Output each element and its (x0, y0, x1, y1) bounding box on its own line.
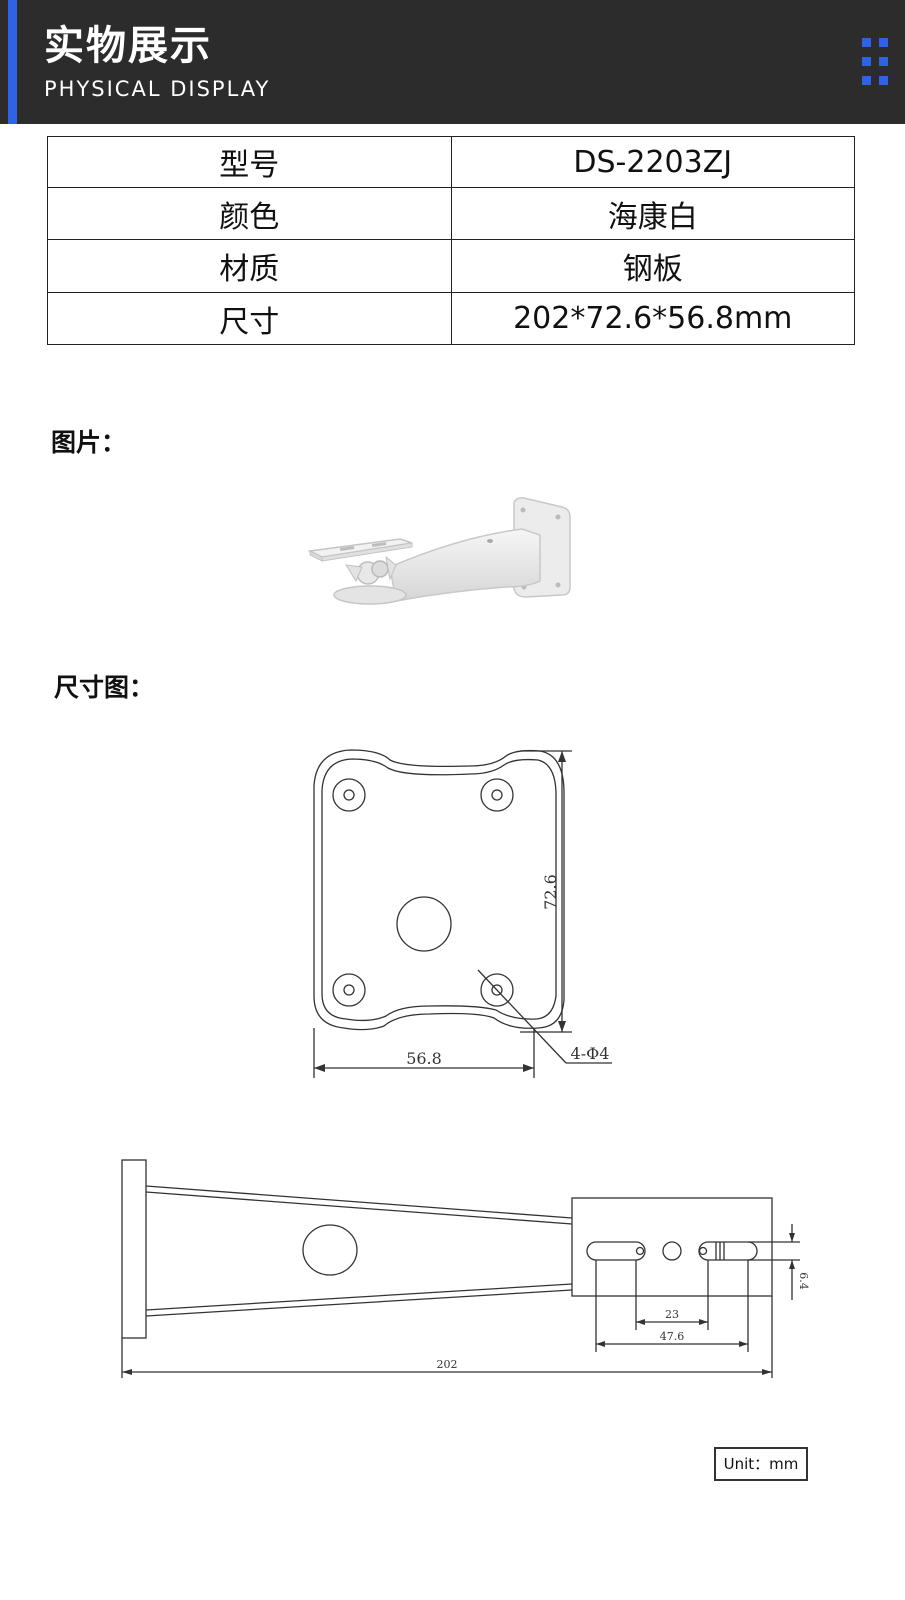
spec-row-model: 型号 DS-2203ZJ (47, 136, 855, 188)
spec-label: 材质 (47, 239, 452, 293)
front-view-drawing (313, 749, 612, 1078)
dimension-section-label: 尺寸图： (54, 673, 155, 702)
header-subtitle: PHYSICAL DISPLAY (44, 77, 271, 101)
spec-label: 颜色 (47, 187, 452, 240)
slot-span-label: 47.6 (660, 1330, 685, 1343)
spec-value: 钢板 (450, 239, 855, 293)
front-height-label: 72.6 (541, 874, 560, 910)
spec-row-material: 材质 钢板 (47, 239, 855, 293)
header-banner: 实物展示 PHYSICAL DISPLAY (0, 0, 905, 124)
side-view-arrows (122, 1233, 795, 1375)
spec-row-size: 尺寸 202*72.6*56.8mm (47, 292, 855, 345)
front-width-label: 56.8 (406, 1049, 442, 1068)
spec-label: 型号 (47, 136, 452, 188)
grid-dots-icon (862, 38, 888, 85)
front-hole-label: 4-Φ4 (571, 1044, 610, 1063)
photo-section-label: 图片： (51, 428, 127, 457)
side-view-drawing (121, 1159, 800, 1378)
spec-value: 海康白 (450, 187, 855, 240)
slot-spacing-label: 23 (665, 1308, 679, 1321)
spec-row-color: 颜色 海康白 (47, 187, 855, 240)
spec-value: DS-2203ZJ (450, 136, 855, 188)
slot-height-label: 6.4 (797, 1272, 810, 1290)
spec-table: 型号 DS-2203ZJ 颜色 海康白 材质 钢板 尺寸 202*72.6*56… (47, 136, 855, 345)
bracket-photo (307, 497, 571, 605)
front-view-arrows (314, 751, 566, 1072)
spec-value: 202*72.6*56.8mm (450, 292, 855, 345)
total-length-label: 202 (437, 1358, 458, 1371)
unit-label-box: Unit：mm (714, 1447, 808, 1481)
spec-label: 尺寸 (47, 292, 452, 345)
header-accent-bar (8, 0, 17, 124)
header-title: 实物展示 (44, 23, 212, 69)
